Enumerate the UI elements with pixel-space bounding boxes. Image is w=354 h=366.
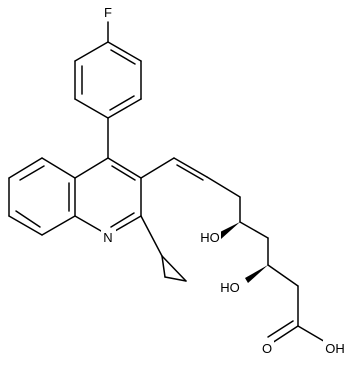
double-bond-inner — [176, 164, 204, 181]
carbonyl-bond — [271, 325, 299, 344]
bond — [41, 157, 76, 179]
bond — [74, 98, 109, 119]
bond — [41, 215, 76, 236]
double-bond-inner — [109, 95, 135, 111]
nitrogen-label: N — [103, 230, 112, 245]
hydroxyl-label-c5: HO — [200, 230, 220, 245]
acid-hydroxyl-label: OH — [325, 341, 345, 356]
fluorine-label: F — [104, 5, 112, 20]
double-bond-inner — [15, 210, 41, 228]
double-bond-inner — [110, 49, 136, 65]
atom-labels: F N HO HO O OH — [101, 4, 347, 356]
double-bond-inner — [110, 212, 135, 228]
wedge-bond-c5-oh — [218, 222, 240, 239]
quinoline-pyridine-ring — [74, 157, 142, 236]
side-chain — [140, 157, 328, 344]
fluorophenyl-ring — [74, 41, 142, 119]
bond — [140, 157, 175, 179]
carbonyl-bond-inner — [267, 320, 294, 338]
wedge-bond-c3-oh — [245, 265, 268, 283]
double-bond-inner — [19, 165, 45, 181]
bond — [206, 176, 241, 198]
bond — [239, 221, 269, 239]
bond — [161, 255, 166, 278]
bond — [164, 276, 187, 282]
bond — [140, 215, 163, 257]
bond — [74, 41, 109, 62]
acid-hydroxyl-bond — [297, 325, 328, 344]
bond — [107, 157, 142, 179]
hydroxyl-label-c3: HO — [220, 280, 240, 295]
quinoline-benzo-ring — [8, 157, 76, 236]
cyclopropyl-group — [140, 215, 187, 282]
bond — [107, 98, 142, 119]
bond — [8, 215, 43, 236]
bond — [107, 41, 142, 62]
bond — [74, 157, 109, 179]
bond — [161, 255, 187, 282]
bond — [8, 157, 43, 179]
double-bond-inner — [111, 165, 136, 181]
bond — [173, 157, 208, 178]
bond — [267, 264, 299, 287]
carbonyl-oxygen-label: O — [262, 341, 272, 356]
